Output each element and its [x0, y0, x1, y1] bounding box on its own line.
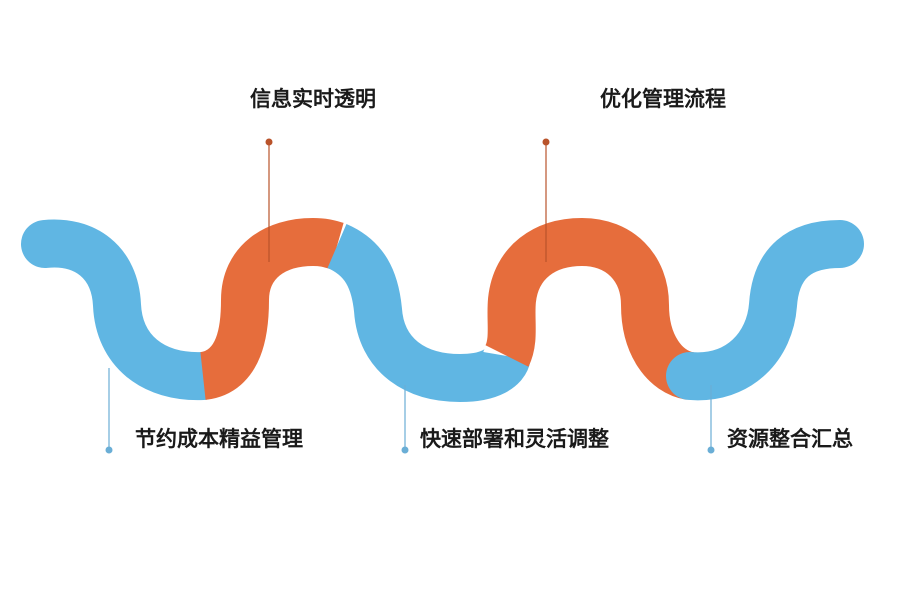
label-fast-deploy: 快速部署和灵活调整	[420, 427, 609, 451]
leader-dot-top-1	[265, 138, 273, 146]
label-optimize-process: 优化管理流程	[600, 87, 726, 111]
wave-segment-1	[21, 219, 227, 401]
label-cost-saving: 节约成本精益管理	[135, 427, 303, 451]
wave-segment-5	[666, 220, 864, 401]
leader-dot-bottom-2	[401, 446, 409, 454]
wave-segment-4	[484, 217, 696, 400]
label-info-realtime: 信息实时透明	[250, 87, 376, 111]
leader-dot-bottom-1	[105, 446, 113, 454]
leader-dot-top-2	[542, 138, 550, 146]
leader-dot-bottom-3	[707, 446, 715, 454]
label-resource-integration: 资源整合汇总	[727, 427, 853, 451]
wave-segment-3	[326, 223, 531, 403]
wave-segment-2	[198, 217, 344, 400]
